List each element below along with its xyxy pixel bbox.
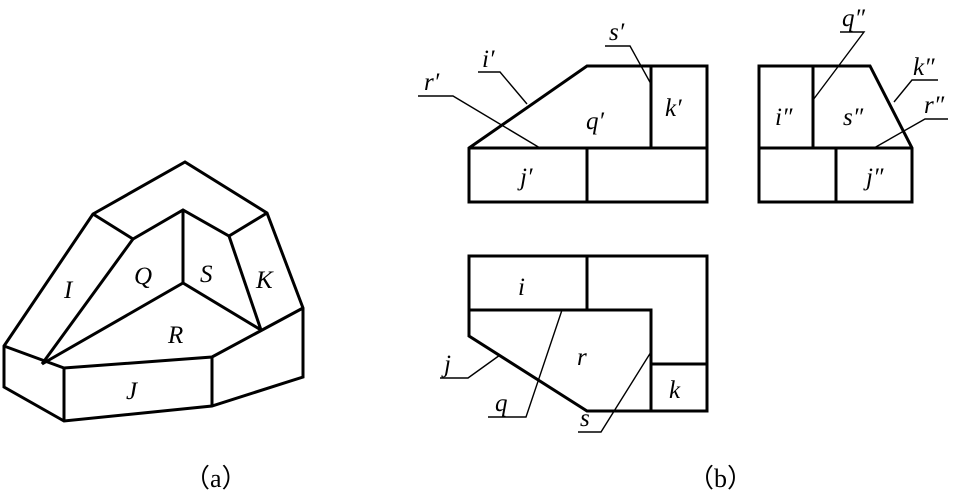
front-label-j: j′ <box>517 164 533 191</box>
front-label-s: s′ <box>609 19 625 46</box>
side-label-r: r″ <box>924 92 945 119</box>
side-leader-k <box>893 79 938 103</box>
iso-label-j: J <box>126 378 139 405</box>
side-outline <box>757 64 914 204</box>
iso-edge-i-q <box>40 238 135 365</box>
top-leader-s <box>578 351 652 433</box>
front-label-q: q′ <box>586 108 605 135</box>
front-leader-r <box>418 95 541 149</box>
top-label-k: k <box>669 377 681 404</box>
iso-edge-s-k <box>227 235 263 331</box>
top-label-j: j <box>441 351 451 378</box>
front-leader-i <box>478 71 528 105</box>
iso-outline <box>2 160 305 423</box>
front-view: i′ r′ s′ q′ k′ j′ <box>418 19 709 204</box>
top-label-i: i <box>518 274 525 301</box>
side-leader-r <box>873 118 948 149</box>
caption-b: （b） <box>688 464 753 493</box>
side-label-k: k″ <box>913 54 935 81</box>
top-label-q: q <box>495 390 508 417</box>
side-leader-q <box>812 31 866 101</box>
front-label-r: r′ <box>424 69 440 96</box>
iso-edge-r-top <box>41 281 262 366</box>
front-outline <box>467 64 709 204</box>
side-label-i: i″ <box>775 104 793 131</box>
isometric-view: I Q S K R J <box>2 160 305 423</box>
top-leader-j <box>440 354 501 379</box>
front-label-i: i′ <box>482 46 495 73</box>
iso-label-k: K <box>255 267 274 294</box>
top-outline <box>467 254 709 413</box>
iso-label-s: S <box>200 261 213 288</box>
top-view: i r k j q s <box>440 254 709 433</box>
caption-a: （a） <box>184 464 248 493</box>
front-label-k: k′ <box>665 95 682 122</box>
top-label-s: s <box>580 405 590 432</box>
front-leader-s <box>605 45 652 85</box>
iso-top-rim <box>92 208 268 241</box>
iso-label-q: Q <box>134 263 152 290</box>
iso-base-top <box>3 306 304 370</box>
iso-label-r: R <box>167 322 183 349</box>
top-h-1 <box>469 308 653 411</box>
side-label-s: s″ <box>843 104 864 131</box>
side-label-q: q″ <box>842 5 866 32</box>
iso-label-i: I <box>63 277 74 304</box>
side-label-j: j″ <box>863 164 884 191</box>
top-label-r: r <box>577 344 587 371</box>
side-view: q″ k″ r″ i″ s″ j″ <box>757 5 948 204</box>
top-leader-q <box>488 309 563 418</box>
